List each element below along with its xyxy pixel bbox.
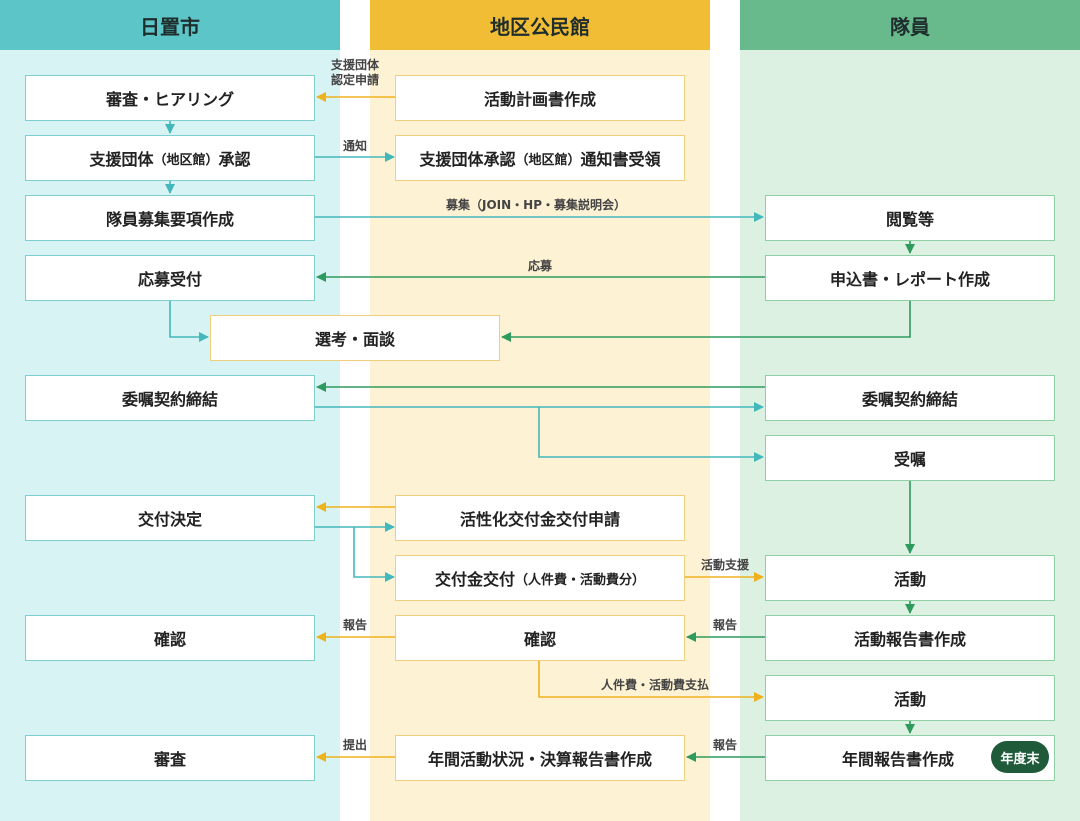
label-report-to-city: 報告 — [342, 618, 368, 632]
label-recruit: 募集（JOIN・HP・募集説明会） — [445, 198, 627, 212]
box-member-commission: 受嘱 — [765, 435, 1055, 481]
box-member-browse: 閲覧等 — [765, 195, 1055, 241]
label-expense-payment: 人件費・活動費支払 — [600, 678, 710, 692]
box-city-approval-text1: 支援団体 — [89, 150, 154, 169]
box-selection-interview: 選考・面談 — [210, 315, 500, 361]
box-hall-grant-pay-text1: 交付金交付 — [434, 570, 515, 589]
label-activity-support: 活動支援 — [700, 558, 750, 572]
column-member-header: 隊員 — [740, 0, 1080, 50]
box-member-activity-2: 活動 — [765, 675, 1055, 721]
box-hall-annual-report: 年間活動状況・決算報告書作成 — [395, 735, 685, 781]
label-support-certification-line1: 支援団体 — [330, 58, 380, 72]
box-city-approval: 支援団体（地区館）承認 — [25, 135, 315, 181]
box-city-grant-decision: 交付決定 — [25, 495, 315, 541]
year-end-badge: 年度末 — [991, 741, 1049, 773]
box-city-review: 審査 — [25, 735, 315, 781]
box-city-approval-text3: 承認 — [218, 150, 251, 169]
column-hall-header: 地区公民館 — [370, 0, 710, 50]
arrow-application-to-selection — [501, 301, 911, 342]
box-city-recruit-doc: 隊員募集要項作成 — [25, 195, 315, 241]
box-city-confirm: 確認 — [25, 615, 315, 661]
box-city-approval-text2: （地区館） — [153, 152, 219, 168]
box-city-review-hearing: 審査・ヒアリング — [25, 75, 315, 121]
label-annual-report: 報告 — [712, 738, 738, 752]
label-support-certification-line2: 認定申請 — [330, 73, 380, 87]
box-hall-grant-pay-text2: （人件費・活動費分） — [515, 572, 646, 588]
box-city-contract: 委嘱契約締結 — [25, 375, 315, 421]
arrow-receipt-to-selection — [169, 301, 209, 342]
box-hall-notice-text1: 支援団体承認 — [419, 150, 516, 169]
box-hall-notice-text3: 通知書受領 — [580, 150, 661, 169]
label-apply: 応募 — [527, 259, 553, 273]
box-city-application-receipt: 応募受付 — [25, 255, 315, 301]
label-report-to-hall: 報告 — [712, 618, 738, 632]
box-member-activity-report: 活動報告書作成 — [765, 615, 1055, 661]
box-hall-grant-apply: 活性化交付金交付申請 — [395, 495, 685, 541]
box-hall-notice: 支援団体承認（地区館）通知書受領 — [395, 135, 685, 181]
label-submit: 提出 — [342, 738, 368, 752]
label-notify: 通知 — [342, 139, 368, 153]
box-member-contract: 委嘱契約締結 — [765, 375, 1055, 421]
box-member-activity-1: 活動 — [765, 555, 1055, 601]
arrow-decision-to-grant-pay — [353, 527, 395, 582]
box-member-application: 申込書・レポート作成 — [765, 255, 1055, 301]
arrow-contract-to-commission — [538, 407, 764, 462]
box-hall-grant-pay: 交付金交付（人件費・活動費分） — [395, 555, 685, 601]
column-city-header: 日置市 — [0, 0, 340, 50]
box-hall-notice-text2: （地区館） — [515, 152, 581, 168]
arrow-expense-to-activity — [538, 661, 764, 702]
box-hall-plan: 活動計画書作成 — [395, 75, 685, 121]
box-hall-confirm: 確認 — [395, 615, 685, 661]
